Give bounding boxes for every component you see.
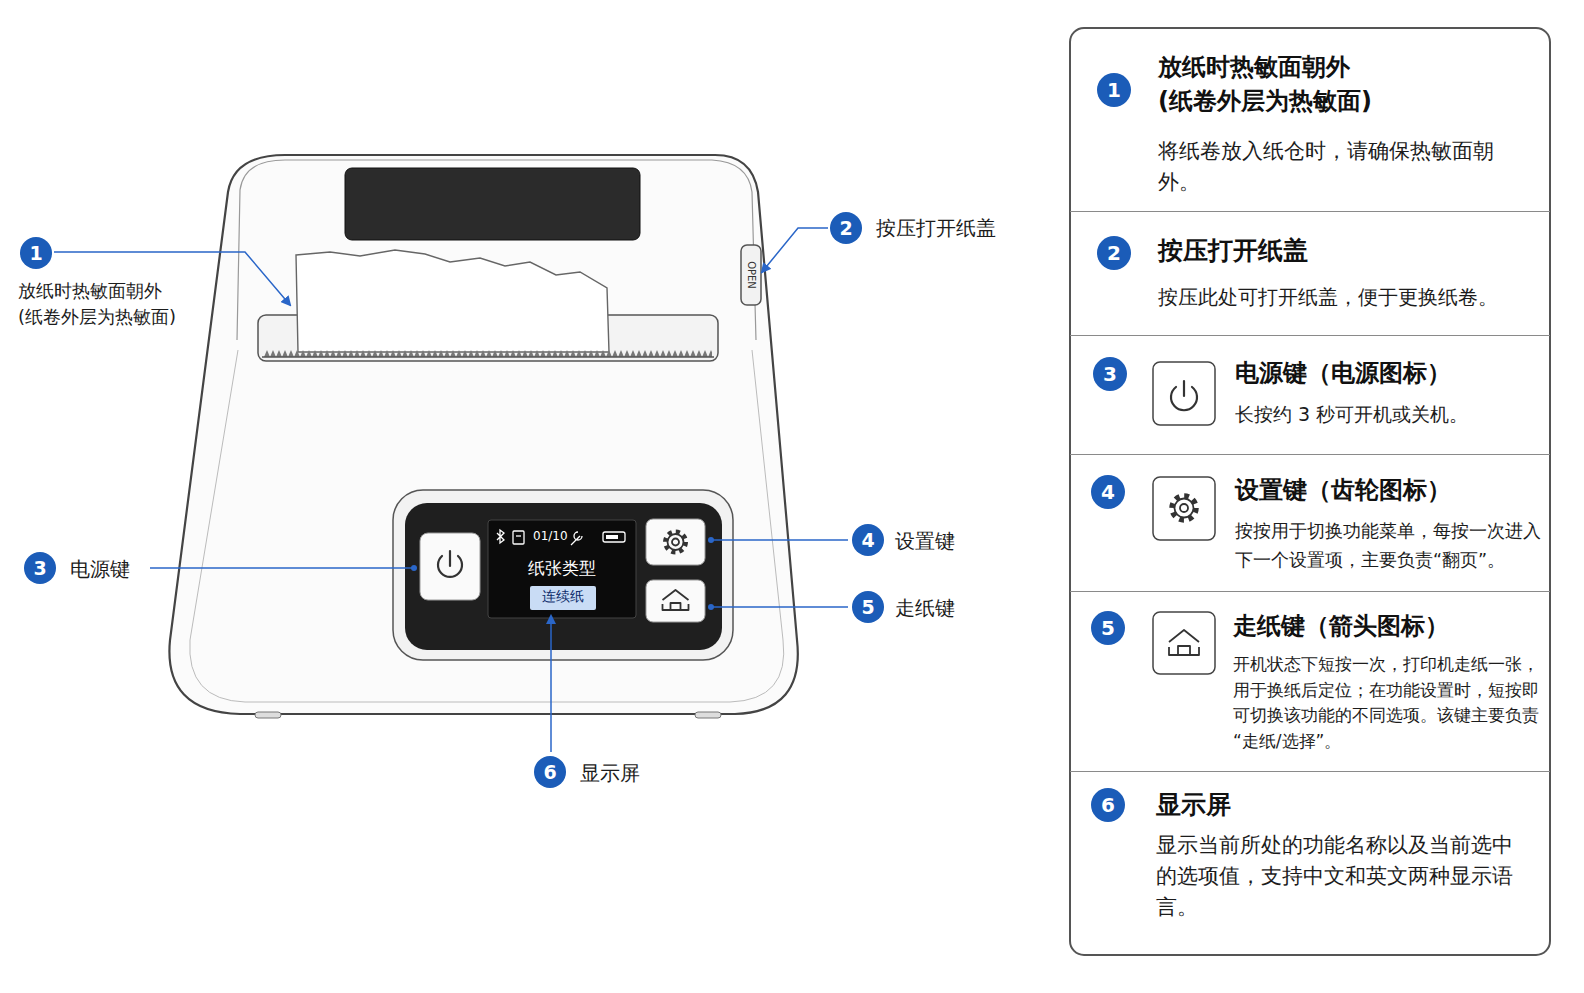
- card-body: 将纸卷放入纸仓时，请确保热敏面朝外。: [1158, 136, 1513, 198]
- screen: [488, 520, 636, 618]
- callout-number: 3: [1103, 364, 1117, 384]
- legend-panel: [1070, 28, 1550, 955]
- paper-roll-sheet: [296, 250, 609, 352]
- body-inner-line: [190, 350, 784, 702]
- lid-window: [345, 168, 640, 240]
- card-body: 按按用于切换功能菜单，每按一次进入下一个设置项，主要负责“翻页”。: [1235, 517, 1543, 575]
- power-key: [420, 533, 480, 600]
- callout-number: 6: [543, 763, 556, 782]
- part-label: 放纸时热敏面朝外 (纸卷外层为热敏面): [18, 278, 186, 330]
- card-body: 显示当前所处的功能名称以及当前选中的选项值，支持中文和英文两种显示语言。: [1156, 830, 1521, 923]
- callout-number: 6: [1101, 795, 1115, 815]
- part-label: 显示屏: [580, 760, 640, 787]
- info-card: 显示屏显示当前所处的功能名称以及当前选中的选项值，支持中文和英文两种显示语言。: [1070, 772, 1550, 955]
- option-value: 连续纸: [530, 587, 596, 607]
- part-label: 走纸键: [895, 595, 955, 622]
- settings-key: [646, 519, 705, 565]
- open-button: [741, 245, 761, 305]
- callout-number: 1: [1107, 80, 1121, 100]
- info-card: 电源键（电源图标） 长按约 3 秒可开机或关机。: [1070, 336, 1550, 455]
- card-body: 长按约 3 秒可开机或关机。: [1235, 400, 1535, 428]
- callout-number: 3: [33, 559, 46, 578]
- gear-icon: [666, 532, 686, 552]
- card-heading: 电源键（电源图标）: [1235, 356, 1535, 390]
- feed-icon: [663, 590, 689, 610]
- callout-number: 2: [1107, 243, 1121, 263]
- part-label: 设置键: [895, 528, 955, 555]
- info-card: 按压打开纸盖按压此处可打开纸盖，便于更换纸卷。: [1070, 212, 1550, 336]
- display-screen: 01/10 纸张类型连续纸: [488, 520, 636, 618]
- callout-number: 4: [1101, 482, 1115, 502]
- feed-key: [646, 580, 705, 622]
- card-feed-icon: [1169, 630, 1199, 655]
- part-label: 按压打开纸盖: [876, 215, 996, 242]
- callout-circles: [20, 73, 1131, 822]
- card-heading: 设置键（齿轮图标）: [1235, 473, 1535, 507]
- part-label: 电源键: [70, 556, 130, 583]
- status-icons: [497, 530, 625, 545]
- card-gear-icon: [1172, 496, 1196, 520]
- info-card: 走纸键（箭头图标） 开机状态下短按一次，打印机走纸一张，用于换纸后定位；在功能设置…: [1070, 592, 1550, 772]
- card-body: 开机状态下短按一次，打印机走纸一张，用于换纸后定位；在功能设置时，短按即可切换该…: [1233, 652, 1545, 754]
- callout-number: 5: [1101, 618, 1115, 638]
- control-panel-inner: [405, 503, 722, 650]
- card-heading: 按压打开纸盖: [1158, 234, 1458, 268]
- info-card: 放纸时热敏面朝外 (纸卷外层为热敏面) 将纸卷放入纸仓时，请确保热敏面朝外。: [1070, 28, 1550, 212]
- tear-bar: [264, 349, 712, 357]
- card-power-icon: [1171, 381, 1197, 410]
- card-heading: 放纸时热敏面朝外 (纸卷外层为热敏面): [1158, 50, 1380, 118]
- printer-body: [169, 155, 797, 714]
- foot: [255, 712, 281, 718]
- callout-number: 4: [861, 531, 874, 550]
- menu-title: 纸张类型: [488, 557, 636, 579]
- foot: [695, 712, 721, 718]
- info-card: 设置键（齿轮图标） 按按用于切换功能菜单，每按一次进入下一个设置项，主要负责“翻页…: [1070, 455, 1550, 592]
- button-marking: OPEN: [746, 261, 756, 289]
- card-heading: 显示屏: [1156, 788, 1456, 822]
- callout-number: 2: [839, 219, 852, 238]
- card-heading: 走纸键（箭头图标）: [1233, 609, 1533, 643]
- power-icon: [438, 551, 462, 577]
- control-panel: [393, 490, 733, 660]
- page-counter: 01/10: [533, 529, 573, 544]
- selected-option: 连续纸: [530, 586, 596, 610]
- callout-number: 1: [29, 244, 42, 263]
- card-body: 按压此处可打开纸盖，便于更换纸卷。: [1158, 282, 1538, 312]
- leader-dots: [411, 537, 714, 610]
- card-icons: [1153, 362, 1215, 674]
- callout-number: 5: [861, 598, 874, 617]
- slot-lip: [262, 356, 714, 358]
